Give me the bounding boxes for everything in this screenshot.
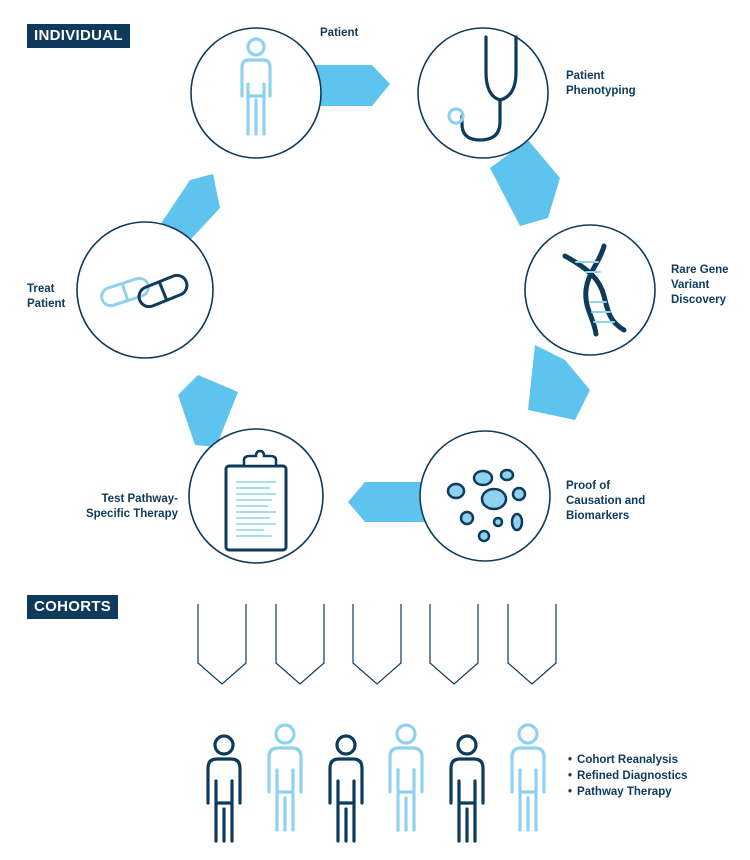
cells-icon bbox=[446, 468, 527, 543]
label-causation: Proof of Causation and Biomarkers bbox=[566, 480, 646, 522]
label-treat: Treat Patient bbox=[27, 283, 66, 310]
chevron-5 bbox=[507, 604, 557, 685]
cohort-person-4 bbox=[388, 723, 424, 832]
stethoscope-icon bbox=[447, 35, 518, 142]
individual-section-tag: INDIVIDUAL bbox=[27, 24, 130, 48]
label-therapy: Test Pathway- Specific Therapy bbox=[85, 493, 178, 520]
arrow-treat-to-patient bbox=[160, 174, 220, 240]
label-patient: Patient bbox=[320, 27, 359, 39]
label-phenotyping: Patient Phenotyping bbox=[566, 70, 636, 97]
outcome-item: Refined Diagnostics bbox=[568, 768, 688, 784]
clipboard-icon bbox=[224, 449, 288, 552]
chevron-3 bbox=[352, 604, 402, 685]
cohort-person-1 bbox=[206, 734, 242, 843]
variant-node bbox=[524, 224, 656, 356]
treat-node bbox=[76, 221, 214, 359]
dna-icon bbox=[562, 243, 627, 337]
arrow-patient-to-phenotyping bbox=[300, 65, 390, 106]
patient-node bbox=[190, 27, 322, 159]
cohort-person-5 bbox=[449, 734, 485, 843]
outcome-item: Cohort Reanalysis bbox=[568, 752, 688, 768]
cohort-person-6 bbox=[510, 723, 546, 832]
arrow-causation-to-therapy bbox=[348, 482, 432, 522]
chevron-4 bbox=[429, 604, 479, 685]
outcome-item: Pathway Therapy bbox=[568, 784, 688, 800]
arrow-phenotyping-to-variant bbox=[490, 140, 560, 226]
person-icon bbox=[240, 37, 272, 136]
arrow-therapy-to-treat bbox=[178, 375, 238, 447]
cohort-chevrons bbox=[197, 604, 557, 685]
chevron-1 bbox=[197, 604, 247, 685]
chevron-2 bbox=[275, 604, 325, 685]
cohort-person-3 bbox=[328, 734, 364, 843]
cohort-person-2 bbox=[267, 723, 303, 832]
cohorts-section-tag: COHORTS bbox=[27, 595, 119, 619]
arrow-variant-to-causation bbox=[528, 345, 590, 420]
label-variant: Rare Gene Variant Discovery bbox=[671, 264, 729, 306]
capsule-icon bbox=[100, 273, 189, 309]
cohort-outcomes-list: Cohort Reanalysis Refined Diagnostics Pa… bbox=[568, 752, 688, 800]
